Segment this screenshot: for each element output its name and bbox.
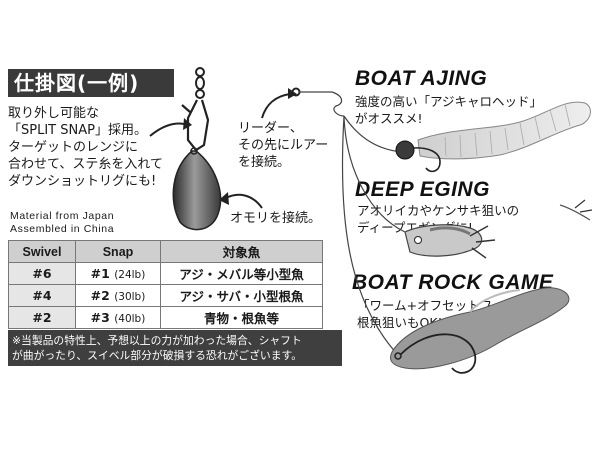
- sinker-description: オモリを接続。: [230, 211, 322, 226]
- snap-number: #2: [90, 288, 110, 303]
- caution-note: ※当製品の特性上、予想以上の力が加わった場合、シャフト が曲がったり、スイベル部…: [8, 330, 342, 366]
- boat-ajing-text: 強度の高い「アジキャロヘッド」 がオススメ!: [355, 93, 542, 127]
- description-line: 取り外し可能な: [8, 106, 100, 121]
- leader-line: その先にルアー: [238, 138, 329, 153]
- description-line: ターゲットのレンジに: [8, 140, 139, 155]
- swivel-size: #6: [8, 262, 76, 285]
- section-line: がオススメ!: [355, 111, 423, 126]
- header-target-fish: 対象魚: [160, 240, 323, 263]
- boat-rock-game-heading: BOAT ROCK GAME: [352, 271, 554, 294]
- snap-strength: (40lb): [114, 313, 146, 325]
- offset-hook-worm-icon: [390, 287, 570, 374]
- snap-number: #1: [90, 266, 110, 281]
- swivel-icon: [195, 67, 205, 99]
- split-snap-icon: [181, 99, 210, 152]
- section-line: 強度の高い「アジキャロヘッド」: [355, 94, 543, 109]
- table-header-row: Swivel Snap 対象魚: [8, 240, 323, 263]
- description-line: 「SPLIT SNAP」採用。: [8, 123, 147, 138]
- arrow-to-snap-icon: [149, 118, 192, 137]
- note-line: ※当製品の特性上、予想以上の力が加わった場合、シャフト: [12, 334, 302, 347]
- target-fish: アジ・メバル等小型魚: [160, 262, 323, 285]
- sinker-icon: [172, 150, 222, 231]
- snap-strength: (24lb): [114, 269, 146, 281]
- target-fish: アジ・サバ・小型根魚: [160, 284, 323, 307]
- header-snap: Snap: [75, 240, 161, 263]
- squid-jig-icon: [404, 199, 593, 259]
- section-line: アオリイカやケンサキ狙いの: [357, 203, 520, 218]
- table-row: #2 #3 (40lb) 青物・根魚等: [8, 306, 323, 329]
- leader-line: を接続。: [238, 155, 291, 170]
- snap-number: #3: [90, 310, 110, 325]
- jighead-worm-icon: [395, 101, 591, 173]
- snap-strength: (30lb): [114, 291, 146, 303]
- material-line: Assembled in China: [10, 223, 115, 235]
- arrow-to-sinker-icon: [219, 192, 263, 209]
- spec-table: Swivel Snap 対象魚 #6 #1 (24lb) アジ・メバル等小型魚 …: [8, 240, 323, 329]
- table-row: #4 #2 (30lb) アジ・サバ・小型根魚: [8, 284, 323, 307]
- leader-line-icon: [291, 87, 406, 356]
- snap-size: #3 (40lb): [75, 306, 161, 329]
- description-line: 合わせて、ステ糸を入れて: [8, 157, 163, 172]
- diagram-title: 仕掛図(一例): [8, 69, 174, 97]
- boat-ajing-heading: BOAT AJING: [355, 67, 488, 90]
- leader-line: リーダー、: [238, 121, 303, 136]
- swivel-size: #2: [8, 306, 76, 329]
- header-swivel: Swivel: [8, 240, 76, 263]
- leader-description: リーダー、 その先にルアー を接続。: [238, 120, 328, 171]
- description-line: ダウンショットリグにも!: [8, 174, 157, 189]
- material-origin: Material from Japan Assembled in China: [10, 210, 114, 236]
- snap-size: #2 (30lb): [75, 284, 161, 307]
- deep-eging-heading: DEEP EGING: [355, 178, 490, 201]
- split-snap-description: 取り外し可能な 「SPLIT SNAP」採用。 ターゲットのレンジに 合わせて、…: [8, 105, 163, 190]
- note-line: が曲がったり、スイベル部分が破損する恐れがございます。: [12, 349, 303, 362]
- material-line: Material from Japan: [10, 210, 115, 222]
- target-fish: 青物・根魚等: [160, 306, 323, 329]
